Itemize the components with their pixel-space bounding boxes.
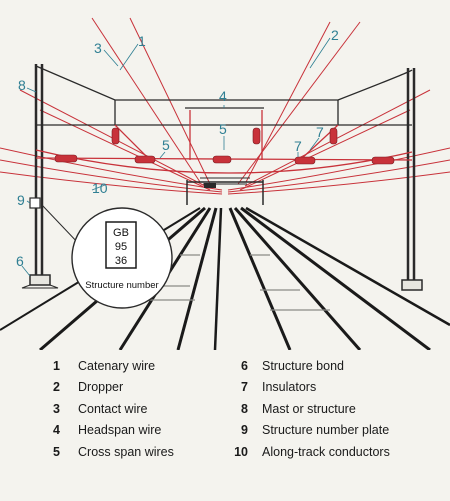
mast-right: [401, 68, 423, 291]
bleed-through-area: [0, 470, 450, 501]
callout-7a: 7: [294, 138, 302, 154]
plate-line-1: GB: [113, 227, 129, 239]
legend-number: 8: [241, 401, 248, 416]
legend-number: 1: [53, 358, 60, 373]
legend-number: 7: [241, 380, 248, 395]
legend-item-catenary-wire: 1 Catenary wire: [38, 355, 234, 377]
legend-item-structure-bond: 6 Structure bond: [234, 355, 428, 377]
callout-7b: 7: [316, 124, 324, 140]
legend-label: Contact wire: [78, 401, 148, 416]
legend-item-headspan-wire: 4 Headspan wire: [38, 420, 234, 442]
callout-6: 6: [16, 253, 24, 269]
callout-leaders: [21, 37, 331, 277]
structure-number-callout: [29, 197, 173, 309]
legend-item-structure-number-plate: 9 Structure number plate: [234, 420, 428, 442]
legend-number: 3: [53, 401, 60, 416]
callout-8: 8: [18, 77, 26, 93]
callout-1: 1: [138, 33, 146, 49]
track-sleepers: [150, 254, 330, 311]
callout-5b: 5: [162, 137, 170, 153]
mast-distant: [186, 180, 264, 205]
legend-item-cross-span-wires: 5 Cross span wires: [38, 441, 234, 463]
legend-number: 6: [241, 358, 248, 373]
legend-label: Mast or structure: [262, 401, 356, 416]
plate-line-3: 36: [115, 255, 127, 267]
headspan-wire: [35, 65, 413, 126]
legend: 1 Catenary wire 6 Structure bond 2 Dropp…: [38, 355, 428, 465]
callout-3: 3: [94, 40, 102, 56]
legend-label: Structure number plate: [262, 423, 390, 438]
legend-item-contact-wire: 3 Contact wire: [38, 398, 234, 420]
legend-label: Cross span wires: [78, 444, 174, 459]
callout-5a: 5: [219, 121, 227, 137]
plate-line-2: 95: [115, 241, 127, 253]
legend-number: 10: [234, 444, 248, 459]
callout-2: 2: [331, 27, 339, 43]
distant-gantry-block: [204, 183, 216, 188]
callout-4: 4: [219, 88, 227, 104]
mast-left: [21, 64, 59, 289]
overhead-line-diagram: GB 95 36 Structure number 1 2 3 4 5 5 6 …: [0, 17, 450, 350]
legend-label: Structure bond: [262, 358, 344, 373]
callout-10: 10: [92, 180, 108, 196]
legend-label: Catenary wire: [78, 358, 156, 373]
legend-number: 9: [241, 423, 248, 438]
insulators: [54, 127, 395, 165]
legend-item-mast-or-structure: 8 Mast or structure: [234, 398, 428, 420]
legend-item-along-track-conductors: 10 Along-track conductors: [234, 441, 428, 463]
legend-item-dropper: 2 Dropper: [38, 377, 234, 399]
callout-9: 9: [17, 192, 25, 208]
legend-number: 4: [53, 423, 60, 438]
legend-item-insulators: 7 Insulators: [234, 377, 428, 399]
legend-label: Along-track conductors: [262, 444, 390, 459]
legend-label: Insulators: [262, 380, 317, 395]
along-track-conductors: [0, 17, 450, 195]
legend-label: Dropper: [78, 380, 124, 395]
plate-caption: Structure number: [85, 280, 158, 291]
railway-tracks: [0, 206, 450, 350]
legend-label: Headspan wire: [78, 423, 162, 438]
legend-number: 2: [53, 380, 60, 395]
legend-number: 5: [53, 444, 60, 459]
